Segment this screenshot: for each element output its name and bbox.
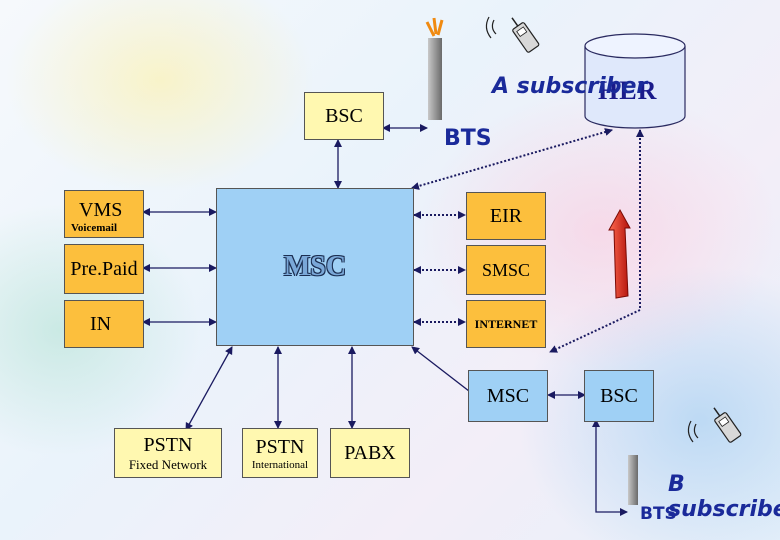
link-msc-pstn-fixed	[185, 346, 233, 431]
vms-label: VMS	[79, 199, 123, 221]
a-subscriber-label: A subscriber	[492, 74, 648, 99]
vms-sub-label: Voicemail	[71, 222, 118, 234]
eir-node: EIR	[466, 192, 546, 240]
bts-top-label: BTS	[444, 126, 492, 151]
remote-bsc-node: BSC	[584, 370, 654, 422]
smsc-node: SMSC	[466, 245, 546, 295]
in-label: IN	[90, 312, 112, 335]
msc-label: MSC	[283, 251, 347, 282]
internet-node: INTERNET	[466, 300, 546, 348]
bts-tower-top	[428, 38, 442, 120]
pstn-intl-node: PSTN International	[242, 428, 318, 478]
link-msc-remote-msc	[411, 346, 479, 399]
pstn-intl-sub-label: International	[251, 458, 309, 471]
vms-node: VMS Voicemail	[64, 190, 144, 238]
phone-ring-icon-a	[485, 16, 497, 39]
phone-icon-b	[713, 407, 742, 443]
hlr-database-icon	[584, 33, 686, 129]
b-subscriber-label: B subscriber	[668, 472, 780, 522]
link-msc-hlr	[411, 128, 613, 190]
in-node: IN	[64, 300, 144, 348]
pabx-label: PABX	[344, 441, 396, 464]
msc-node: MSC	[216, 188, 414, 346]
remote-msc-label: MSC	[486, 384, 530, 407]
phone-icon-a	[511, 17, 540, 53]
remote-msc-node: MSC	[468, 370, 548, 422]
pstn-fixed-node: PSTN Fixed Network	[114, 428, 222, 478]
bts-tower-bottom	[628, 455, 638, 505]
smsc-label: SMSC	[481, 259, 531, 280]
link-remote-bsc-bts	[592, 419, 628, 516]
eir-label: EIR	[489, 204, 523, 227]
pstn-fixed-sub-label: Fixed Network	[128, 456, 208, 472]
prepaid-label: Pre.Paid	[70, 257, 138, 280]
remote-bsc-label: BSC	[600, 384, 638, 407]
link-hlr-remote-msc	[549, 129, 644, 353]
bsc-top-label: BSC	[325, 104, 363, 127]
prepaid-node: Pre.Paid	[64, 244, 144, 294]
bsc-top-node: BSC	[304, 92, 384, 140]
bts-bottom-label: BTS	[640, 504, 677, 524]
phone-ring-icon-b	[687, 420, 699, 443]
internet-label: INTERNET	[474, 316, 538, 331]
pstn-fixed-label: PSTN	[143, 433, 193, 456]
pabx-node: PABX	[330, 428, 410, 478]
red-arrow-icon	[608, 208, 631, 299]
pstn-intl-label: PSTN	[255, 435, 305, 458]
hlr-label: HLR	[598, 76, 658, 105]
signal-icon-top	[425, 17, 444, 37]
